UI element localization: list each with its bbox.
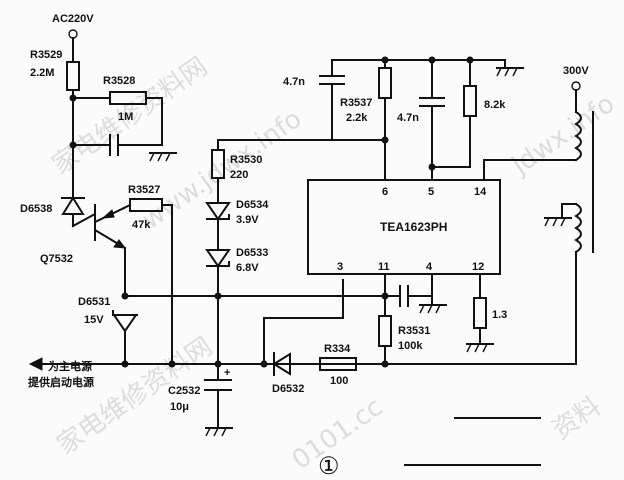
startup-circuit: AC220V R3529 2.2M R3528 1M D6538: [20, 13, 177, 365]
r-1-3-value: 1.3: [492, 309, 507, 321]
resistor-r3529: [66, 61, 80, 91]
hv-label: 300V: [563, 65, 589, 77]
r3528-value: 1M: [118, 111, 133, 123]
c-top1-value: 4.7n: [283, 76, 305, 88]
ic-pin-4: 4: [426, 261, 433, 273]
q7532-ref: Q7532: [40, 253, 73, 265]
r3527-ref: R3527: [128, 184, 160, 196]
ic-tea1623ph: TEA1623PH 6 5 14 3 11 4 12: [307, 179, 501, 275]
primary-winding: [574, 110, 582, 162]
transformer: 300V: [483, 65, 594, 365]
r3531-value: 100k: [398, 340, 423, 352]
diode-d6538: [61, 196, 85, 215]
r334-value: 100: [330, 375, 348, 387]
ic-pin-11: 11: [378, 261, 390, 273]
note-line-2: 提供启动电源: [28, 375, 94, 389]
resistor-r334: [319, 357, 357, 371]
ic-pin-3: 3: [337, 261, 343, 273]
bus-wires: [28, 279, 576, 371]
zener-d6531: [112, 314, 138, 333]
ic-pin-14: 14: [474, 186, 487, 198]
r3530-value: 220: [230, 169, 248, 181]
c-top2-value: 4.7n: [397, 112, 419, 124]
d6532-ref: D6532: [272, 383, 304, 395]
zener-d6533: [205, 249, 231, 268]
d6533-value: 6.8V: [236, 262, 259, 274]
resistor-r3531: [378, 315, 392, 347]
ac-terminal: [68, 29, 78, 39]
figure-marker: ①: [318, 452, 340, 480]
r3528-ref: R3528: [103, 75, 135, 87]
d6534-ref: D6534: [236, 199, 269, 211]
d6534-value: 3.9V: [236, 214, 259, 226]
r-8-2k-value: 8.2k: [484, 99, 506, 111]
r3537-ref: R3537: [340, 97, 372, 109]
aux-winding: [574, 202, 582, 254]
ic-pin-5: 5: [428, 186, 434, 198]
r3537-value: 2.2k: [346, 112, 368, 124]
c2532-ref: C2532: [168, 385, 200, 397]
d6538-ref: D6538: [20, 203, 52, 215]
c2532-value: 10μ: [170, 401, 189, 413]
r3529-value: 2.2M: [30, 67, 54, 79]
ic-pin-12: 12: [472, 261, 484, 273]
resistor-8-2k: [463, 85, 477, 117]
c2532-polarity: +: [224, 367, 230, 379]
resistor-r3537: [378, 67, 392, 99]
d6531-value: 15V: [84, 314, 104, 326]
output-network: R3531 100k 1.3 D6532 R334 100: [263, 273, 507, 395]
r3527-value: 47k: [132, 219, 151, 231]
ic-body: [307, 179, 501, 275]
resistor-1-3: [473, 297, 487, 329]
d6531-ref: D6531: [78, 296, 110, 308]
watermark-text: jdwx.info: [506, 89, 620, 181]
zener-chain: R3530 220 D6534 3.9V D6533 6.8V + C2532 …: [168, 139, 386, 437]
hv-terminal: [571, 81, 581, 91]
watermark-text: 资料: [547, 391, 607, 445]
output-note: 为主电源 提供启动电源: [28, 359, 94, 389]
r3530-ref: R3530: [230, 154, 262, 166]
r334-ref: R334: [324, 343, 351, 355]
ic-pin-6: 6: [382, 186, 388, 198]
d6533-ref: D6533: [236, 247, 268, 259]
r3531-ref: R3531: [398, 325, 430, 337]
ic-name: TEA1623PH: [380, 220, 447, 234]
note-line-1: 为主电源: [48, 359, 92, 373]
output-arrow: [28, 357, 43, 371]
r3529-ref: R3529: [30, 49, 62, 61]
top-network: 4.7n R3537 2.2k 4.7n 8.2k: [283, 59, 524, 181]
ac-label: AC220V: [52, 13, 94, 25]
zener-d6534: [205, 202, 231, 221]
